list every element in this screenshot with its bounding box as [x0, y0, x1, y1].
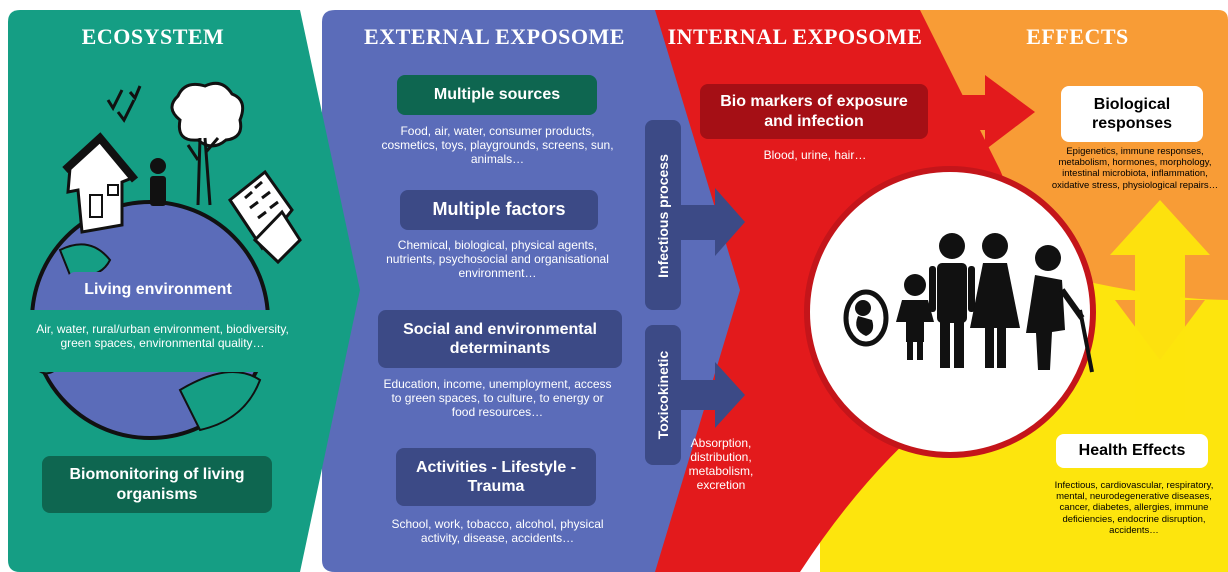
- health-effects-description: Infectious, cardiovascular, respiratory,…: [1054, 480, 1214, 536]
- checkmarks-icon: [106, 85, 142, 123]
- infectious-arrow: [681, 188, 745, 256]
- toxicokinetic-label: Toxicokinetic: [655, 350, 671, 440]
- social-determinants-label: Social and environmental determinants: [378, 310, 622, 368]
- multiple-sources-description: Food, air, water, consumer products, cos…: [381, 124, 614, 167]
- biological-responses-description: Epigenetics, immune responses, metabolis…: [1051, 146, 1219, 191]
- health-effects-label: Health Effects: [1056, 434, 1208, 468]
- biomarkers-label: Bio markers of exposure and infection: [700, 84, 928, 139]
- living-environment-description: Air, water, rural/urban environment, bio…: [36, 322, 289, 351]
- activities-label: Activities - Lifestyle - Trauma: [396, 448, 596, 506]
- infectious-process-label: Infectious process: [655, 154, 671, 278]
- living-environment-overlay: [30, 310, 295, 372]
- biomonitoring-label: Biomonitoring of living organisms: [42, 456, 272, 513]
- house-icon: [62, 132, 139, 234]
- family-icon: [843, 233, 1094, 373]
- arrow-to-biological-responses: [945, 75, 1035, 150]
- infectious-process-bar: [645, 120, 681, 310]
- person-icon: [150, 158, 166, 206]
- living-environment-label: Living environment: [67, 272, 249, 308]
- biomarkers-description: Blood, urine, hair…: [763, 148, 867, 162]
- toxicokinetic-bar: [645, 325, 681, 465]
- multiple-factors-description: Chemical, biological, physical agents, n…: [386, 238, 609, 281]
- building-icon: [227, 169, 302, 265]
- multiple-sources-label: Multiple sources: [397, 75, 597, 115]
- biological-responses-label: Biological responses: [1061, 86, 1203, 142]
- activities-description: School, work, tobacco, alcohol, physical…: [391, 517, 604, 546]
- arrow-up-yellow: [1110, 200, 1210, 420]
- internal-exposome-header: INTERNAL EXPOSOME: [667, 24, 923, 49]
- multiple-factors-label: Multiple factors: [400, 190, 598, 230]
- external-exposome-header: EXTERNAL EXPOSOME: [364, 24, 625, 49]
- social-determinants-description: Education, income, unemployment, access …: [383, 377, 612, 420]
- ecosystem-header: ECOSYSTEM: [81, 24, 225, 49]
- toxicokinetic-description: Absorption, distribution, metabolism, ex…: [688, 436, 754, 493]
- external-exposome-panel: [322, 10, 740, 572]
- fetus-icon: [843, 289, 889, 347]
- tree-icon: [170, 81, 245, 206]
- effects-header: EFFECTS: [1026, 24, 1129, 49]
- toxicokinetic-arrow: [681, 362, 745, 428]
